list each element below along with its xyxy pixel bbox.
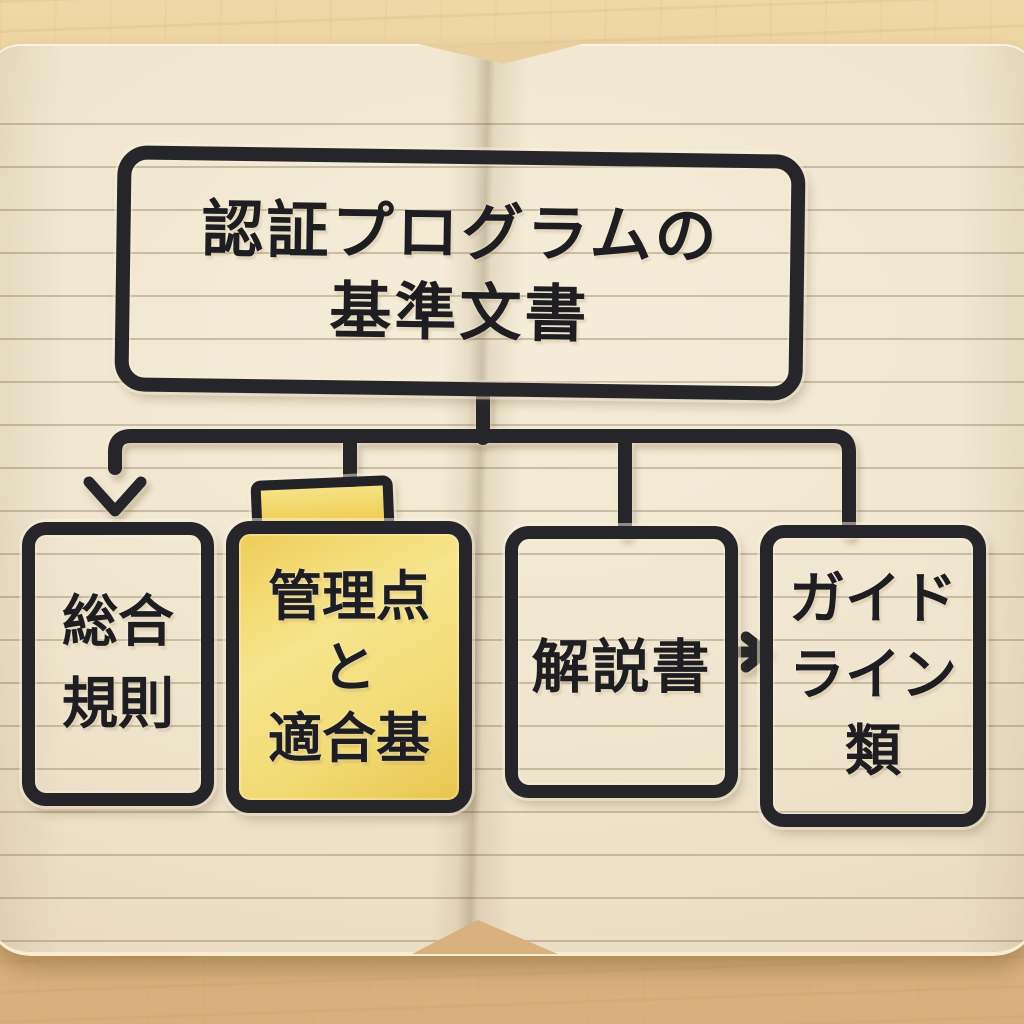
arrow-down-head xyxy=(83,476,147,517)
node-label-line: 規則 xyxy=(62,672,174,737)
node-label-line: 管理点 xyxy=(268,564,430,628)
node-label-line: 総合 xyxy=(62,590,174,655)
node-label-line: 適合基 xyxy=(268,706,430,770)
flowchart-node-kanriten-highlighted: 管理点 と 適合基 xyxy=(226,521,472,813)
flowchart-root-node: 認証プログラムの 基準文書 xyxy=(114,145,806,401)
node-label-line: 解説書 xyxy=(531,633,712,701)
flowchart-node-guidelines: ガイド ライン 類 xyxy=(760,525,986,827)
node-label-line: ライン xyxy=(789,643,957,708)
flowchart-node-sogo-kisoku: 総合 規則 xyxy=(22,522,214,806)
root-label-line2: 基準文書 xyxy=(328,274,590,351)
node-label-line: ガイド xyxy=(789,567,957,632)
flowchart-node-kaisetsusho: 解説書 xyxy=(505,526,738,798)
root-label-line1: 認証プログラムの xyxy=(201,192,721,273)
node-label-line: と xyxy=(322,635,376,699)
node-label-line: 類 xyxy=(845,719,901,784)
connector-rail xyxy=(108,429,856,538)
